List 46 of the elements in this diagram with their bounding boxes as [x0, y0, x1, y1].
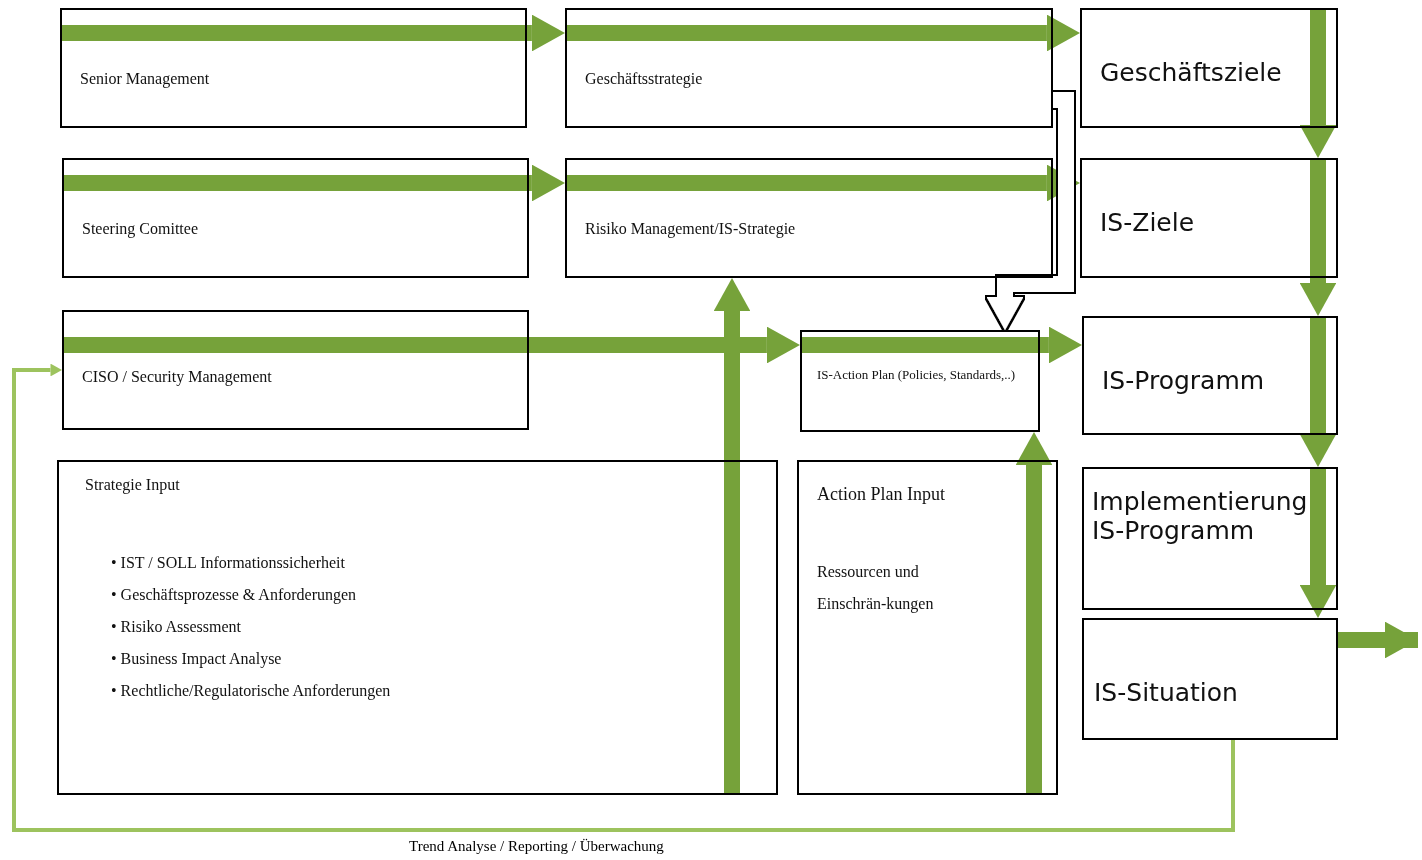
box-label: Geschäftsstrategie — [585, 70, 703, 88]
box-label: IS-Programm — [1102, 366, 1265, 395]
process-box — [1082, 618, 1338, 740]
arrow — [1299, 158, 1337, 316]
process-box — [57, 460, 778, 795]
process-box — [62, 310, 529, 430]
process-box — [800, 330, 1040, 432]
box-label: IS-Situation — [1094, 678, 1238, 707]
arrow — [62, 164, 565, 202]
arrow — [60, 14, 565, 52]
arrow — [12, 363, 1235, 832]
process-box — [1082, 467, 1338, 610]
process-box — [1080, 158, 1338, 278]
bullet-item: • Business Impact Analyse — [111, 650, 283, 668]
arrow — [565, 164, 1080, 202]
process-box — [1082, 316, 1338, 435]
box-label: Steering Comittee — [82, 220, 198, 238]
process-box — [62, 158, 529, 278]
process-box — [60, 8, 527, 128]
bullet-item: • Rechtliche/Regulatorische Anforderungen — [111, 682, 392, 700]
box-label: CISO / Security Management — [82, 368, 272, 386]
box-label: Risiko Management/IS-Strategie — [585, 220, 796, 238]
bullet-item: • Risiko Assessment — [111, 618, 243, 636]
arrow — [1299, 8, 1337, 158]
arrow — [1299, 467, 1337, 618]
box-label: IS-Action Plan (Policies, Standards,..) — [816, 366, 1016, 384]
process-box — [1080, 8, 1338, 128]
arrow — [565, 14, 1080, 52]
process-box — [797, 460, 1058, 795]
arrow — [1015, 432, 1053, 795]
box-label: Action Plan Input — [817, 483, 946, 506]
process-box — [565, 158, 1053, 278]
box-label: Implementierung IS-Programm — [1092, 487, 1309, 545]
process-box — [565, 8, 1053, 128]
arrow — [713, 278, 751, 795]
box-label: Geschäftsziele — [1100, 58, 1282, 87]
bullet-item: • IST / SOLL Informationssicherheit — [111, 554, 346, 572]
arrow — [800, 326, 1082, 364]
box-text: Ressourcen und Einschrän-kungen — [817, 562, 935, 615]
box-label: IS-Ziele — [1100, 208, 1195, 237]
box-label: Senior Management — [80, 70, 210, 88]
bullet-item: • Geschäftsprozesse & Anforderungen — [111, 586, 358, 604]
arrow — [1299, 316, 1337, 467]
arrow — [1338, 621, 1418, 659]
box-label: Strategie Input — [85, 476, 180, 494]
arrow — [62, 326, 800, 364]
